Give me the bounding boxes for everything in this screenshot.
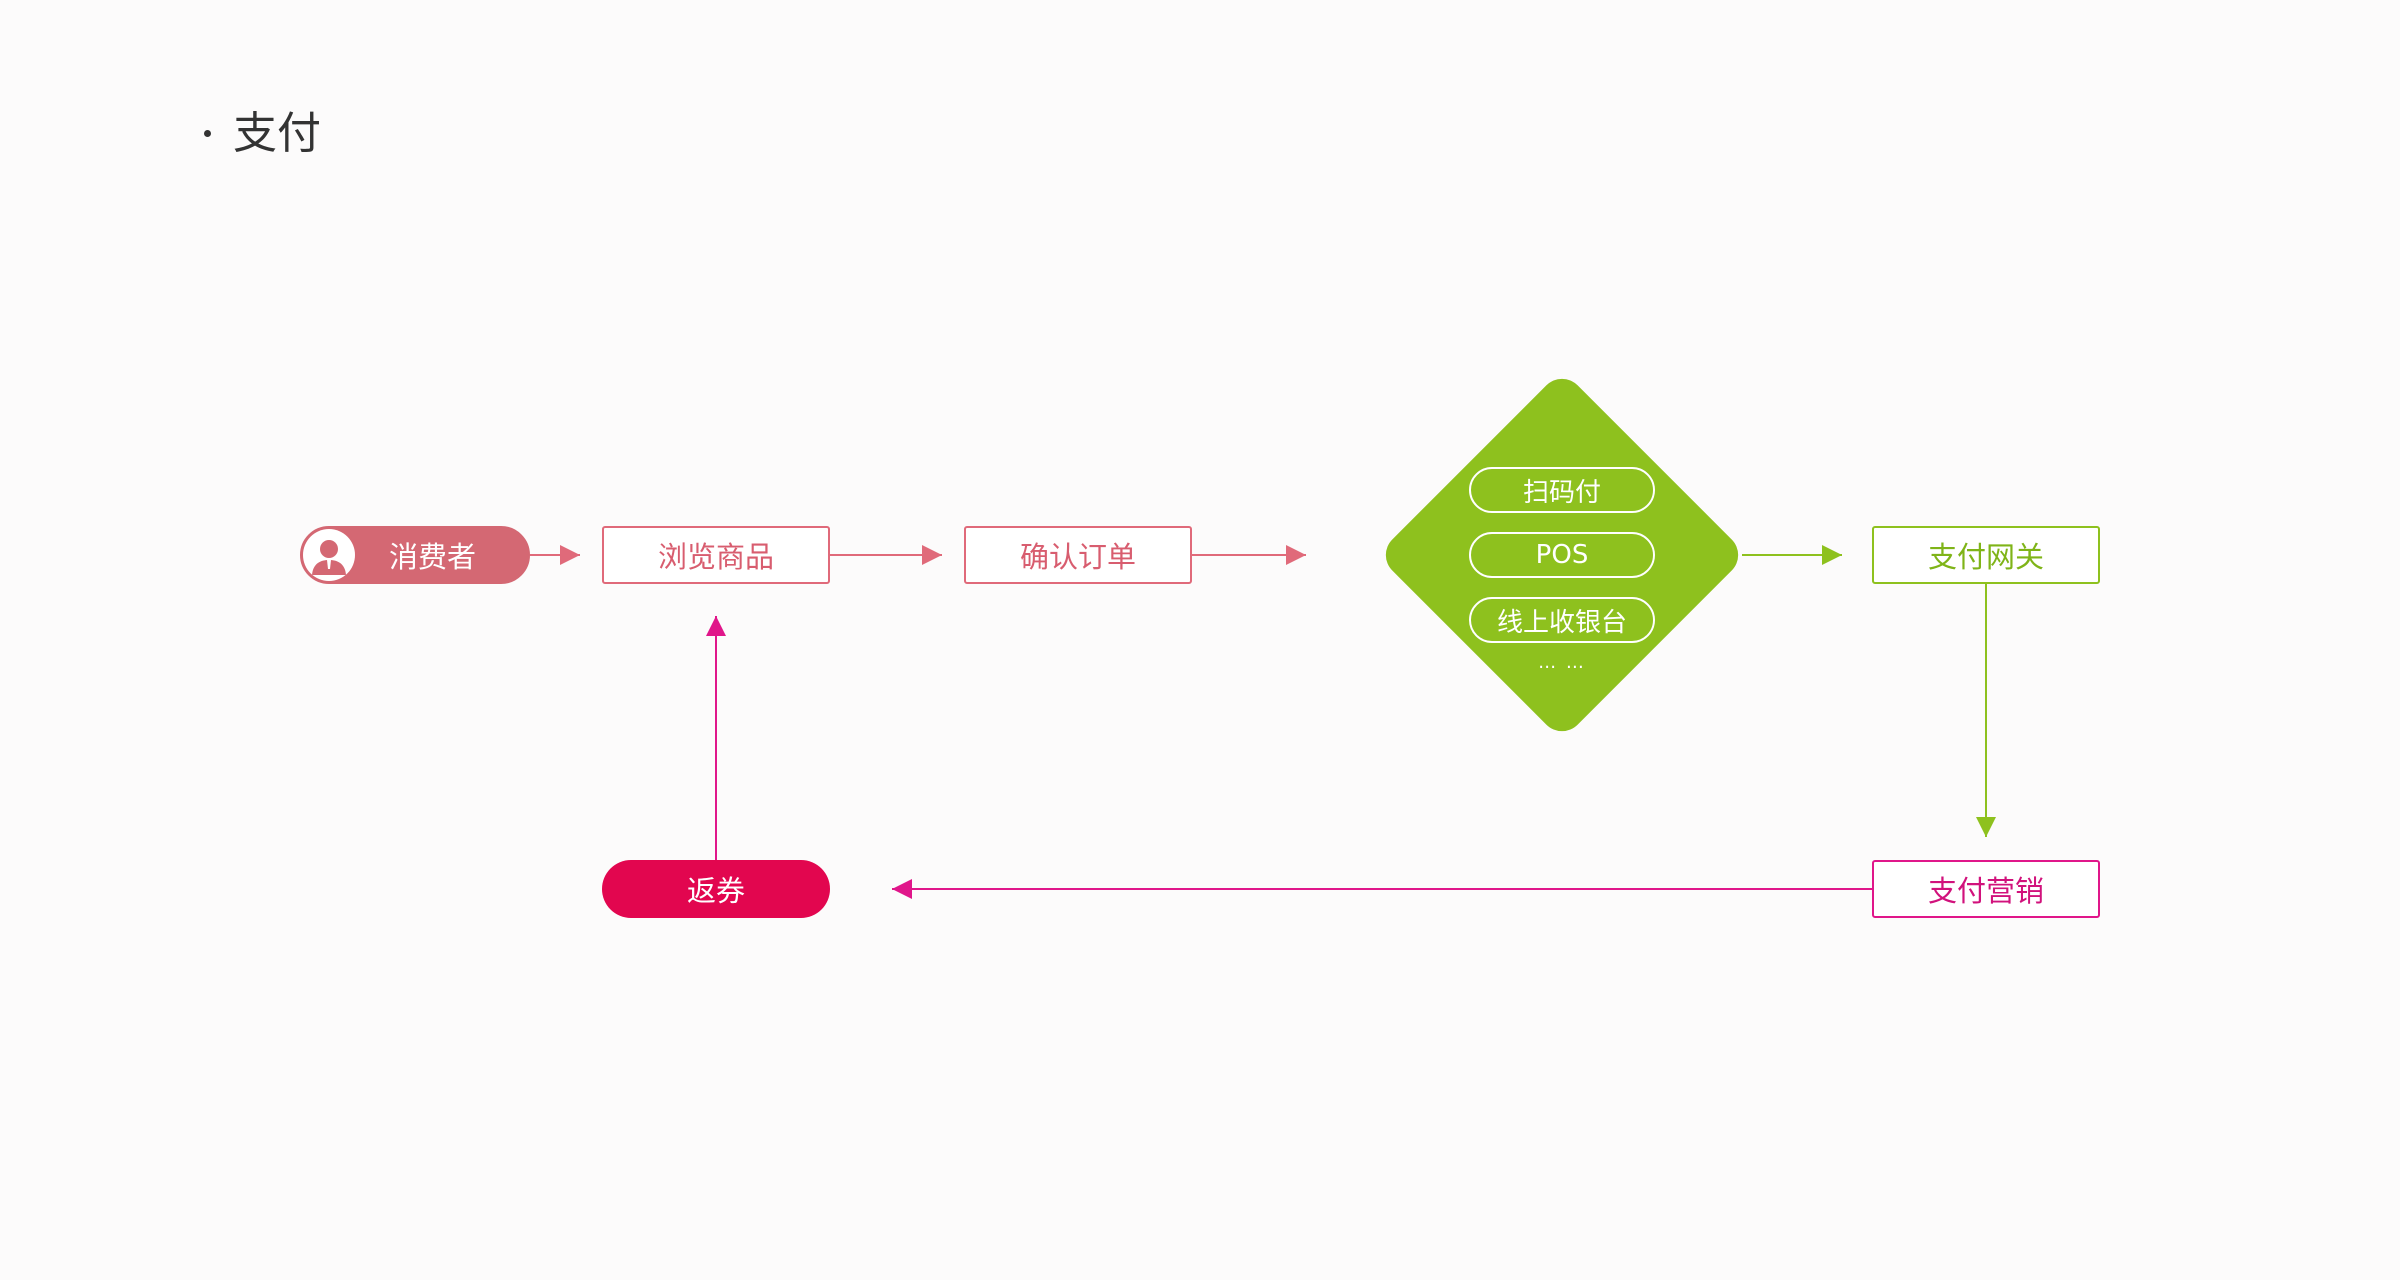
- payment-option-pos: POS: [1469, 532, 1655, 578]
- payment-option-online-checkout: 线上收银台: [1469, 597, 1655, 643]
- payment-option-online-label: 线上收银台: [1496, 607, 1627, 638]
- payment-option-pos-label: POS: [1535, 540, 1589, 570]
- page-title: 支付: [204, 104, 321, 164]
- payment-marketing-node: 支付营销: [1872, 860, 2100, 918]
- payment-options-more: … …: [1538, 652, 1586, 673]
- coupon-return-label: 返券: [686, 874, 745, 908]
- consumer-node: 消费者: [300, 526, 530, 584]
- consumer-label: 消费者: [389, 540, 477, 574]
- payment-option-scan: 扫码付: [1469, 467, 1655, 513]
- payment-option-scan-label: 扫码付: [1522, 477, 1601, 508]
- payment-gateway-node: 支付网关: [1872, 526, 2100, 584]
- page-title-text: 支付: [233, 108, 321, 159]
- browse-goods-node: 浏览商品: [602, 526, 830, 584]
- confirm-order-node: 确认订单: [964, 526, 1192, 584]
- bullet-dot: [204, 129, 211, 137]
- user-icon: [303, 529, 355, 581]
- browse-goods-label: 浏览商品: [657, 540, 774, 574]
- confirm-order-label: 确认订单: [1019, 540, 1136, 574]
- payment-marketing-label: 支付营销: [1927, 874, 2044, 908]
- coupon-return-node: 返券: [602, 860, 830, 918]
- payment-gateway-label: 支付网关: [1927, 540, 2044, 574]
